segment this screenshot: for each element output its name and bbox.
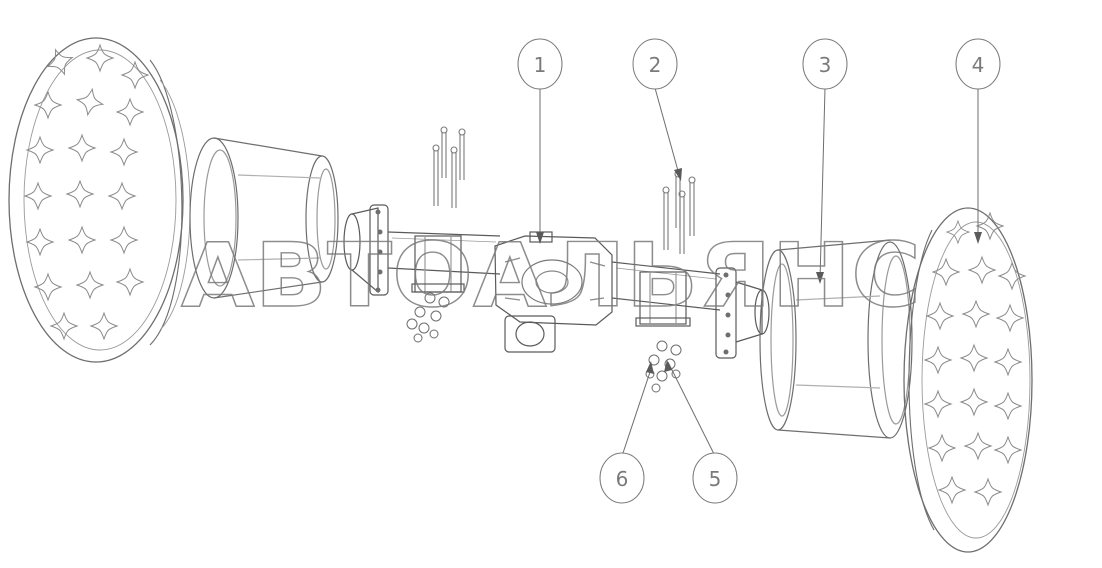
callout-2: 2 [632,38,678,90]
right-u-bolts [662,170,696,254]
axle-housing [343,204,770,359]
callout-6: 6 [599,452,645,504]
callout-1: 1 [517,38,563,90]
right-tire [903,207,1033,553]
callout-5-label: 5 [709,467,722,491]
leader-arrowheads [536,168,982,374]
callout-3: 3 [802,38,848,90]
callout-3-label: 3 [819,53,832,77]
callout-1-label: 1 [534,53,547,77]
callout-2-label: 2 [649,53,662,77]
callout-4-label: 4 [972,53,985,77]
callout-6-label: 6 [616,467,629,491]
left-rim [189,137,339,299]
leader-lines [539,87,979,457]
left-u-bolts [432,126,466,208]
callout-5: 5 [692,452,738,504]
right-rim [759,239,913,439]
callout-4: 4 [955,38,1001,90]
left-nuts-washers [406,292,450,343]
watermark-text: АВТОАЛЬЯНС [181,224,921,327]
left-tire [8,37,191,363]
